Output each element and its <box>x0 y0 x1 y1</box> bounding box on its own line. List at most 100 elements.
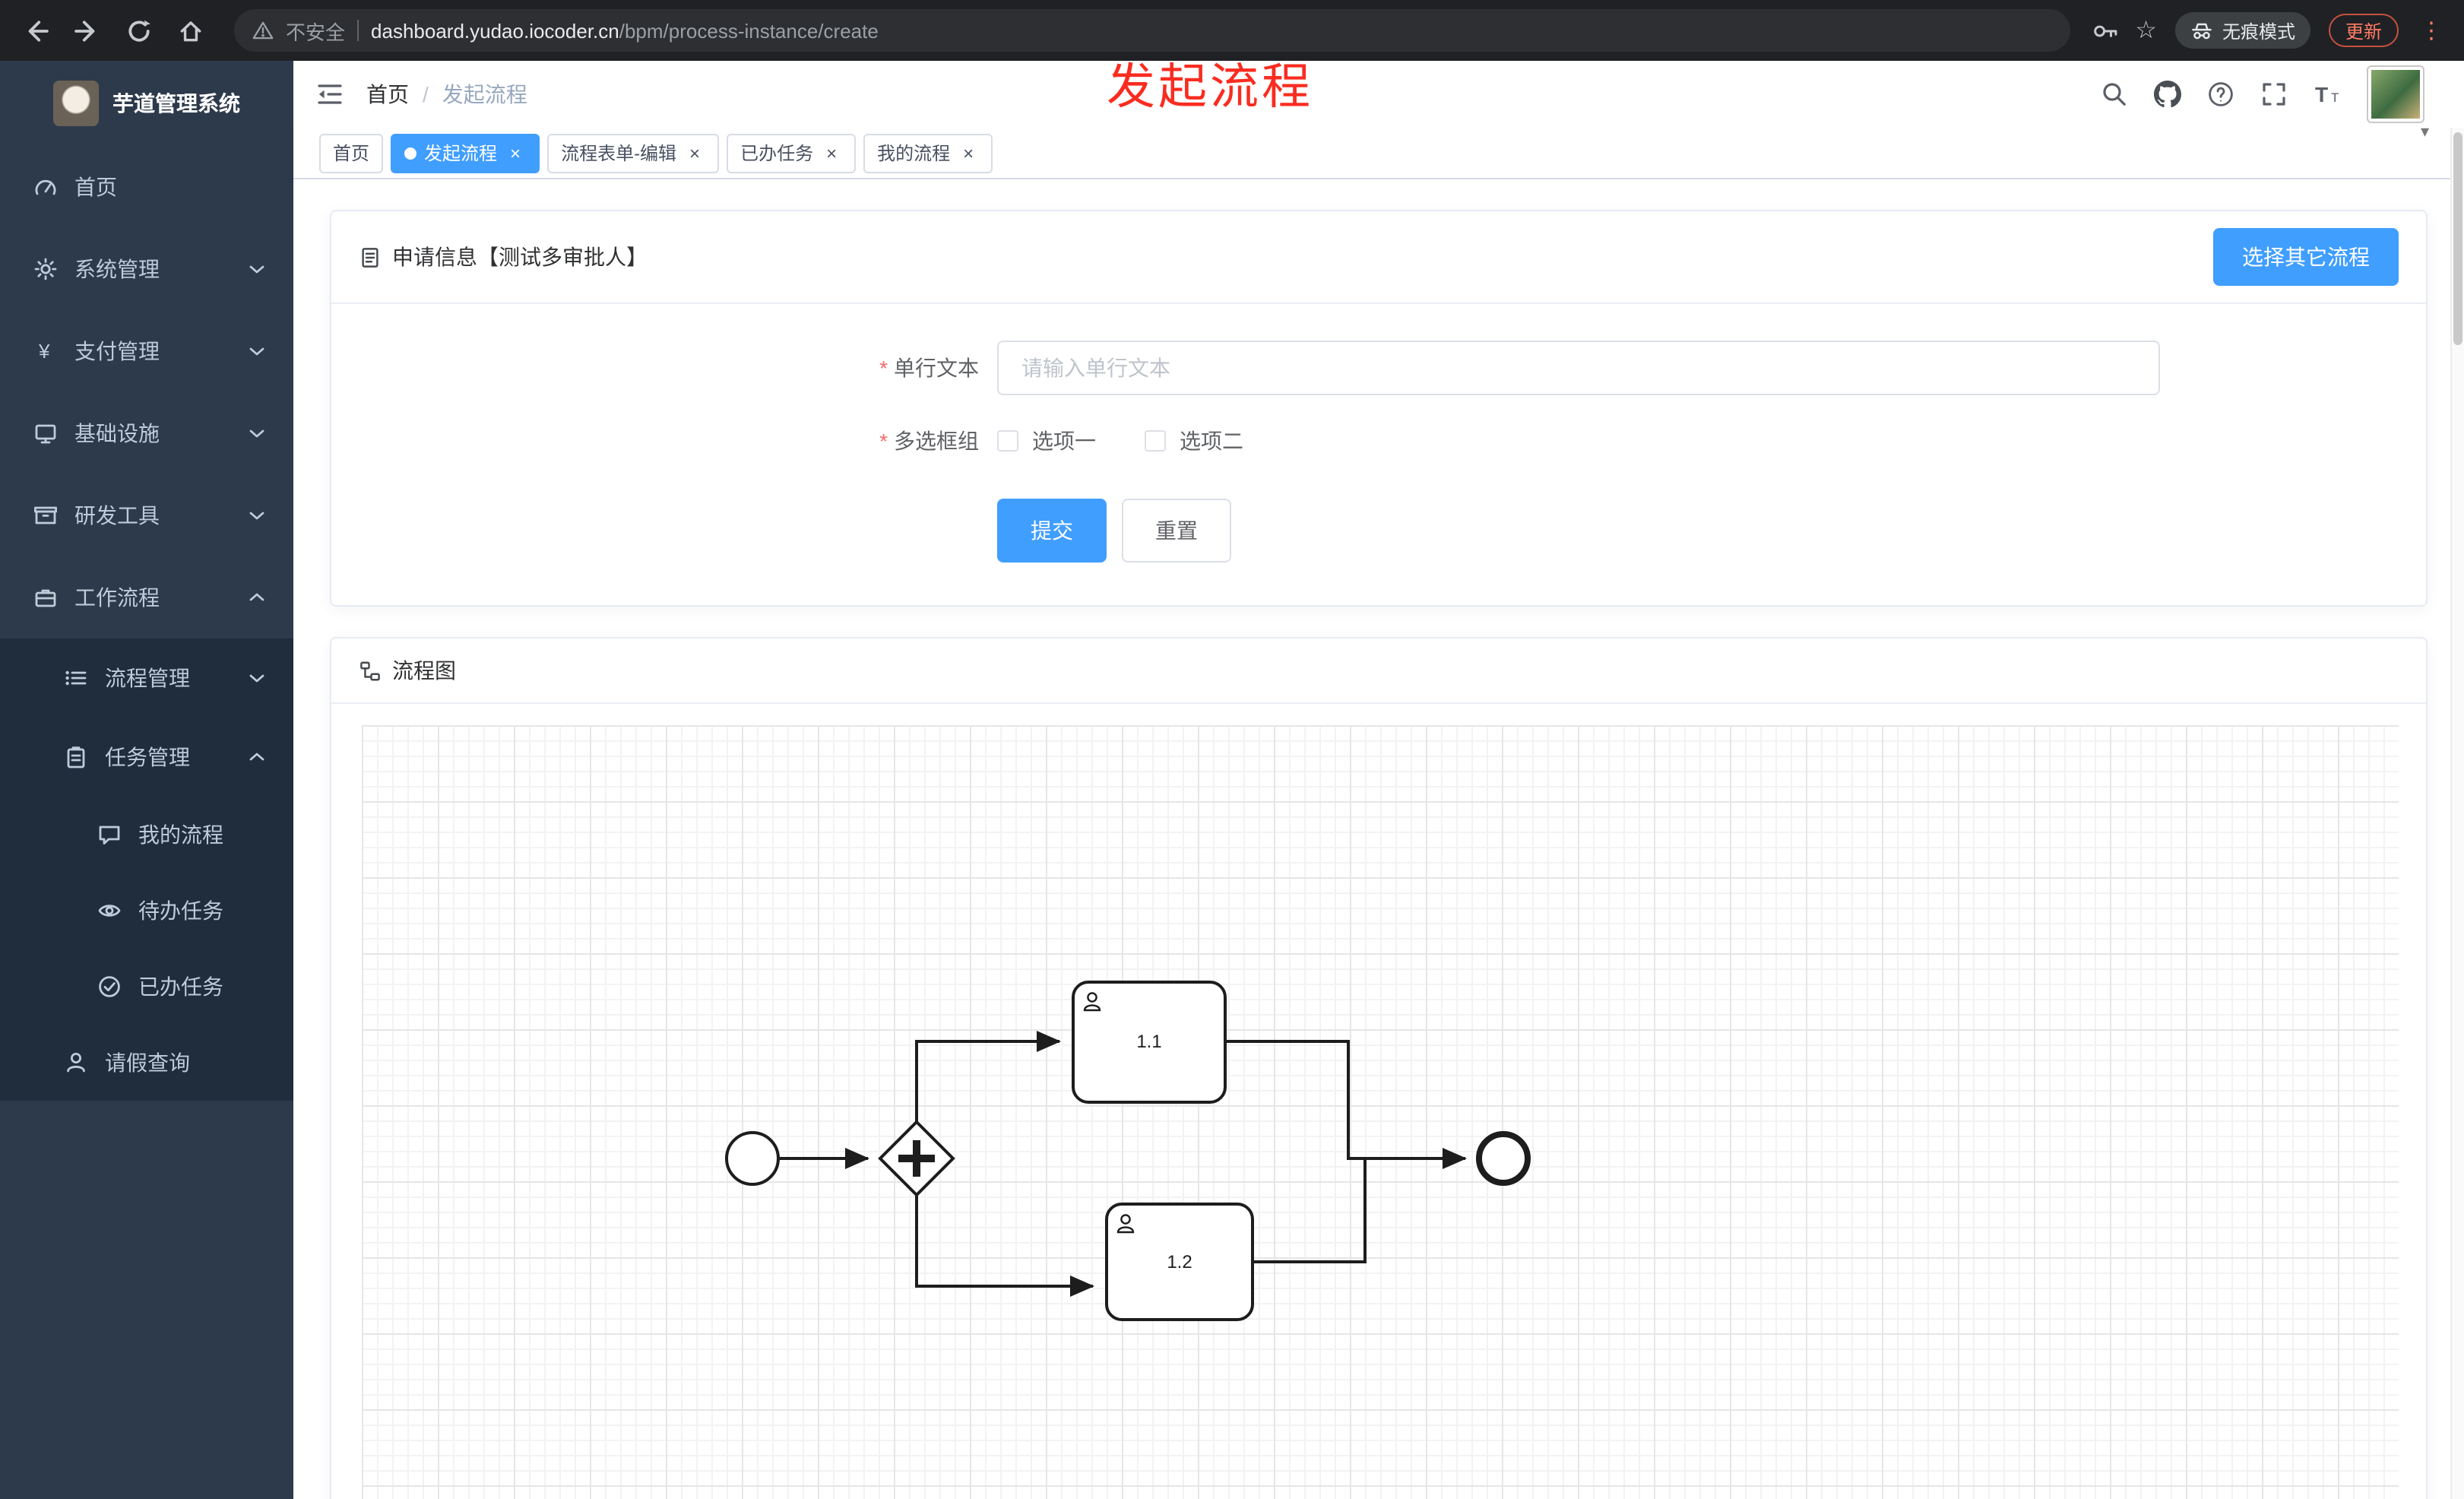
security-label[interactable]: 不安全 <box>286 21 346 43</box>
reload-button[interactable] <box>116 8 161 53</box>
sidebar-item-label: 基础设施 <box>74 421 160 445</box>
user-avatar[interactable]: ▾ <box>2367 65 2429 141</box>
sidebar-item-dev-tools[interactable]: 研发工具 <box>0 474 293 556</box>
plus-icon <box>898 1140 935 1177</box>
list-icon <box>65 670 87 686</box>
url-host: dashboard.yudao.iocoder.cn <box>371 19 619 42</box>
github-icon[interactable] <box>2154 81 2181 108</box>
form-row-checkbox: *多选框组 选项一 选项二 <box>331 426 2426 456</box>
password-key-icon[interactable] <box>2091 17 2117 43</box>
browser-menu-icon[interactable]: ⋮ <box>2420 18 2443 44</box>
monitor-icon <box>35 424 56 444</box>
tab-my-processes[interactable]: 我的流程 × <box>863 133 993 173</box>
sidebar-item-task-management[interactable]: 任务管理 <box>0 718 293 797</box>
tab-label: 已办任务 <box>740 143 814 164</box>
tab-home[interactable]: 首页 <box>319 133 384 173</box>
tab-done-tasks[interactable]: 已办任务 × <box>727 133 857 173</box>
sidebar-item-label: 首页 <box>74 175 117 199</box>
app-logo: 芋道管理系统 <box>0 61 293 146</box>
document-icon <box>362 247 378 267</box>
svg-text:T: T <box>2315 83 2328 106</box>
sidebar-item-infrastructure[interactable]: 基础设施 <box>0 392 293 474</box>
tab-close-icon[interactable]: × <box>689 142 701 163</box>
incognito-badge[interactable]: 无痕模式 <box>2174 12 2310 49</box>
fullscreen-icon[interactable] <box>2260 81 2288 108</box>
tab-close-icon[interactable]: × <box>963 142 974 163</box>
bpmn-canvas[interactable]: 1.1 1.2 <box>362 725 2399 1499</box>
checkbox-option-2[interactable]: 选项二 <box>1145 426 1243 456</box>
checkbox-icon[interactable] <box>1145 430 1166 452</box>
form-row-text: *单行文本 <box>331 341 2426 395</box>
user-task-icon <box>1116 1214 1135 1234</box>
svg-text:¥: ¥ <box>38 340 50 363</box>
chrome-update-button[interactable]: 更新 <box>2328 14 2399 47</box>
url-bar[interactable]: 不安全 dashboard.yudao.iocoder.cn/bpm/proce… <box>234 9 2070 52</box>
tab-form-edit[interactable]: 流程表单-编辑 × <box>547 133 720 173</box>
submit-button[interactable]: 提交 <box>997 499 1107 563</box>
browser-chrome: 不安全 dashboard.yudao.iocoder.cn/bpm/proce… <box>0 0 2464 61</box>
single-line-text-input[interactable] <box>997 341 2160 395</box>
sidebar-item-system[interactable]: 系统管理 <box>0 228 293 310</box>
checkbox-group: 选项一 选项二 <box>997 426 1243 456</box>
eye-icon <box>98 905 121 917</box>
sidebar-item-todo-tasks[interactable]: 待办任务 <box>0 873 293 949</box>
sequence-flows <box>778 1031 1467 1297</box>
bookmark-star-icon[interactable]: ☆ <box>2135 18 2157 44</box>
sidebar-item-label: 待办任务 <box>138 898 223 923</box>
chevron-down-icon <box>249 674 264 683</box>
sidebar-item-process-management[interactable]: 流程管理 <box>0 639 293 718</box>
breadcrumb: 首页 / 发起流程 <box>366 79 527 109</box>
chevron-down-icon <box>249 429 264 438</box>
update-label: 更新 <box>2345 21 2382 42</box>
incognito-icon <box>2192 22 2212 39</box>
sidebar-item-home[interactable]: 首页 <box>0 146 293 228</box>
sidebar-item-workflow[interactable]: 工作流程 <box>0 556 293 639</box>
parallel-gateway <box>878 1120 955 1197</box>
yen-icon: ¥ <box>38 340 50 363</box>
tab-start-process[interactable]: 发起流程 × <box>391 133 540 173</box>
required-mark: * <box>879 429 888 453</box>
choose-other-process-button[interactable]: 选择其它流程 <box>2213 228 2399 286</box>
process-form: *单行文本 *多选框组 选项一 <box>331 304 2426 605</box>
tab-label: 流程表单-编辑 <box>561 143 677 164</box>
back-button[interactable] <box>12 8 58 53</box>
card-header: 申请信息【测试多审批人】 选择其它流程 <box>331 211 2426 304</box>
forward-button[interactable] <box>64 8 109 53</box>
browser-actions: ☆ 无痕模式 更新 ⋮ <box>2091 12 2464 49</box>
sidebar-item-done-tasks[interactable]: 已办任务 <box>0 949 293 1025</box>
search-icon[interactable] <box>2101 81 2128 108</box>
user-task-1-2: 1.2 <box>1105 1203 1254 1321</box>
flowchart-icon <box>360 661 380 680</box>
field-label: *多选框组 <box>879 429 979 453</box>
sidebar-item-payment[interactable]: ¥ 支付管理 <box>0 310 293 392</box>
sidebar-item-label: 已办任务 <box>138 975 223 999</box>
tab-close-icon[interactable]: × <box>826 142 838 163</box>
tab-close-icon[interactable]: × <box>510 142 521 163</box>
breadcrumb-home[interactable]: 首页 <box>366 82 409 106</box>
sidebar-item-label: 任务管理 <box>105 745 190 769</box>
svg-text:T: T <box>2331 90 2339 105</box>
clipboard-icon <box>67 746 85 769</box>
checkbox-label: 选项二 <box>1180 429 1243 453</box>
active-dot-icon <box>404 147 417 159</box>
briefcase-icon <box>35 589 56 607</box>
flow-task1-to-merge <box>1225 1040 1368 1160</box>
gear-icon <box>34 258 57 280</box>
sidebar-item-my-processes[interactable]: 我的流程 <box>0 797 293 873</box>
archive-icon <box>34 506 57 524</box>
scrollbar-thumb[interactable] <box>2453 132 2462 345</box>
flow-merge-to-end <box>1253 1148 1467 1263</box>
page-content: 申请信息【测试多审批人】 选择其它流程 *单行文本 *多选框组 <box>293 179 2464 1499</box>
url-path: /bpm/process-instance/create <box>619 19 879 42</box>
page-scrollbar <box>2450 128 2464 1499</box>
home-button[interactable] <box>167 8 213 53</box>
sidebar-toggle-icon[interactable] <box>293 79 366 109</box>
reset-button[interactable]: 重置 <box>1122 499 1231 563</box>
url-text[interactable]: dashboard.yudao.iocoder.cn/bpm/process-i… <box>371 19 879 42</box>
sidebar-item-leave-query[interactable]: 请假查询 <box>0 1025 293 1101</box>
checkbox-option-1[interactable]: 选项一 <box>997 426 1096 456</box>
dashboard-icon <box>35 179 56 195</box>
checkbox-icon[interactable] <box>997 430 1018 452</box>
help-icon[interactable] <box>2207 81 2234 108</box>
